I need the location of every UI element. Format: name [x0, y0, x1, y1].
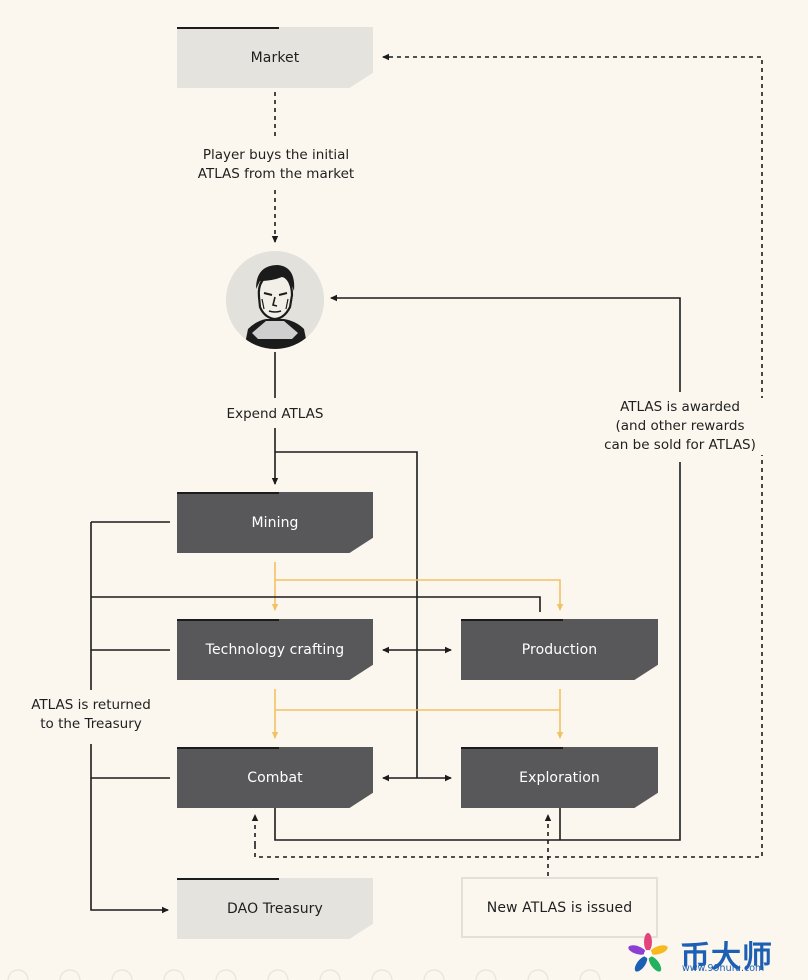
awarded-line-2: (and other rewards	[615, 418, 745, 434]
player-avatar	[226, 251, 324, 349]
mining-node: Mining	[177, 492, 373, 553]
awarded-line-1: ATLAS is awarded	[620, 399, 740, 415]
dao-treasury-node: DAO Treasury	[177, 878, 373, 939]
technology-crafting-node: Technology crafting	[177, 619, 373, 680]
awarded-line-3: can be sold for ATLAS)	[604, 437, 756, 453]
exploration-node: Exploration	[461, 747, 658, 808]
expend-atlas-label: Expend ATLAS	[216, 405, 334, 424]
decorative-dots	[7, 969, 601, 980]
player-buys-line-2: ATLAS from the market	[197, 166, 355, 182]
return-line-production	[91, 596, 541, 612]
atlas-returned-label: ATLAS is returned to the Treasury	[20, 696, 162, 734]
watermark-url: www.99hufu.com	[682, 963, 765, 974]
new-atlas-node: New ATLAS is issued	[461, 877, 658, 938]
atlas-awarded-label: ATLAS is awarded (and other rewards can …	[592, 398, 768, 455]
combat-node: Combat	[177, 747, 373, 808]
mining-to-production-yellow	[275, 579, 564, 611]
expend-branch-line	[275, 451, 418, 778]
player-buys-line-1: Player buys the initial	[202, 147, 350, 163]
award-to-player-arrow	[330, 294, 681, 392]
market-node: Market	[177, 27, 373, 88]
production-node: Production	[461, 619, 658, 680]
brand-logo-icon	[628, 933, 668, 972]
player-buys-label: Player buys the initial ATLAS from the m…	[186, 146, 366, 184]
player-portrait-icon	[226, 251, 324, 349]
returned-line-1: ATLAS is returned	[31, 697, 151, 713]
watermark-brand: 币大师	[680, 940, 773, 975]
return-to-treasury-arrow	[90, 744, 169, 914]
award-loop-line	[274, 462, 681, 841]
market-loop-dashed	[254, 53, 763, 858]
returned-line-2: to the Treasury	[40, 716, 142, 732]
